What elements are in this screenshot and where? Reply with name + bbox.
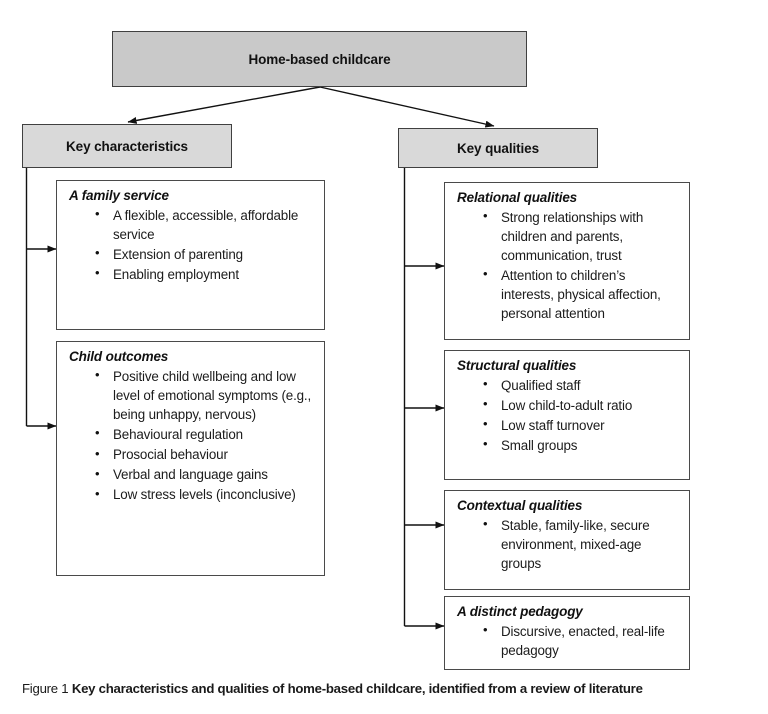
card-bullet-list: Stable, family-like, secure environment,…	[457, 515, 681, 573]
list-item: Prosocial behaviour	[95, 444, 316, 464]
list-item: Stable, family-like, secure environment,…	[483, 515, 681, 573]
connector-root-to-key-characteristics	[127, 86, 321, 124]
card-relational-qualities[interactable]: Relational qualities Strong relationship…	[444, 182, 690, 340]
list-item: Behavioural regulation	[95, 424, 316, 444]
card-title: Child outcomes	[69, 349, 169, 364]
card-bullet-list: A flexible, accessible, affordable servi…	[69, 205, 316, 284]
figure-caption-label: Figure 1	[22, 681, 69, 696]
card-bullet-list: Positive child wellbeing and low level o…	[69, 366, 316, 504]
list-item: Low staff turnover	[483, 415, 681, 435]
list-item: Verbal and language gains	[95, 465, 316, 484]
list-item: Discursive, enacted, real-life pedagogy	[483, 621, 681, 660]
list-item: Small groups	[483, 435, 681, 455]
root-node-label: Home-based childcare	[248, 51, 391, 67]
branch-node-label: Key characteristics	[66, 138, 188, 154]
card-title: Contextual qualities	[457, 498, 583, 513]
card-a-distinct-pedagogy[interactable]: A distinct pedagogy Discursive, enacted,…	[444, 596, 690, 670]
card-title: Structural qualities	[457, 358, 577, 373]
card-child-outcomes[interactable]: Child outcomes Positive child wellbeing …	[56, 341, 325, 576]
list-item: Attention to children’s interests, physi…	[483, 265, 681, 323]
card-bullet-list: Strong relationships with children and p…	[457, 207, 681, 323]
figure-caption-text: Key characteristics and qualities of hom…	[71, 681, 643, 696]
card-bullet-list: Discursive, enacted, real-life pedagogy	[457, 621, 681, 660]
list-item: Low stress levels (inconclusive)	[95, 485, 316, 504]
list-item: Qualified staff	[483, 375, 681, 395]
card-title: Relational qualities	[457, 190, 578, 205]
card-title: A distinct pedagogy	[457, 604, 583, 619]
card-structural-qualities[interactable]: Structural qualities Qualified staff Low…	[444, 350, 690, 480]
list-item: Extension of parenting	[95, 244, 316, 264]
branch-node-label: Key qualities	[457, 140, 539, 156]
card-a-family-service[interactable]: A family service A flexible, accessible,…	[56, 180, 325, 330]
branch-node-key-characteristics[interactable]: Key characteristics	[22, 124, 232, 168]
figure-caption: Figure 1 Key characteristics and qualiti…	[22, 681, 762, 696]
card-contextual-qualities[interactable]: Contextual qualities Stable, family-like…	[444, 490, 690, 590]
list-item: Enabling employment	[95, 264, 316, 284]
list-item: Low child-to-adult ratio	[483, 395, 681, 415]
list-item: Strong relationships with children and p…	[483, 207, 681, 265]
list-item: Positive child wellbeing and low level o…	[95, 366, 316, 424]
card-title: A family service	[69, 188, 169, 203]
root-node-home-based-childcare[interactable]: Home-based childcare	[112, 31, 527, 87]
branch-node-key-qualities[interactable]: Key qualities	[398, 128, 598, 168]
connector-root-to-key-qualities	[319, 86, 495, 128]
card-bullet-list: Qualified staff Low child-to-adult ratio…	[457, 375, 681, 455]
list-item: A flexible, accessible, affordable servi…	[95, 205, 316, 244]
